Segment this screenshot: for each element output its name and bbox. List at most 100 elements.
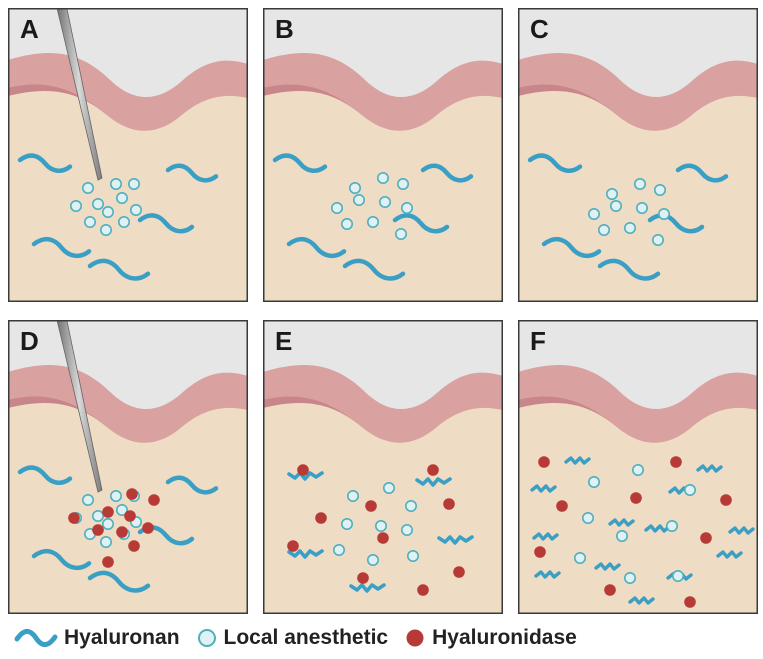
- panel-a: A: [8, 8, 248, 302]
- hyaluronidase-particle: [417, 584, 429, 596]
- hyaluronan-strand: [675, 163, 729, 183]
- local-anesthetic-particle: [401, 524, 414, 537]
- hyaluronan-strand: [287, 471, 324, 481]
- hyaluronan-fragment: [728, 526, 755, 535]
- panel-border: [263, 8, 503, 302]
- hyaluronan-strand: [349, 583, 386, 593]
- local-anesthetic-particle: [652, 234, 665, 247]
- local-anesthetic-particle: [684, 484, 697, 497]
- panel-label: E: [275, 326, 292, 356]
- hyaluronan-fragment: [628, 596, 655, 605]
- hyaluronan-strand: [165, 475, 219, 495]
- hyaluronan-fragment: [696, 464, 723, 473]
- local-anesthetic-particle: [672, 570, 685, 583]
- hyaluronan-fragment: [608, 518, 635, 527]
- hyaluronidase-icon: [406, 629, 424, 646]
- local-anesthetic-particle: [405, 500, 418, 513]
- hyaluronan-strand: [392, 213, 450, 234]
- hyaluronidase-particle: [365, 500, 377, 512]
- hyaluronidase-particle: [315, 512, 327, 524]
- local-anesthetic-particle: [624, 222, 637, 235]
- hyaluronan-strand: [17, 153, 73, 173]
- local-anesthetic-particle: [100, 536, 113, 549]
- local-anesthetic-particle: [616, 530, 629, 543]
- local-anesthetic-particle: [383, 482, 396, 495]
- local-anesthetic-particle: [582, 512, 595, 525]
- panel-border: [8, 8, 248, 302]
- local-anesthetic-particle: [375, 520, 388, 533]
- local-anesthetic-particle: [110, 178, 123, 191]
- hyaluronan-icon: [14, 628, 58, 647]
- hyaluronan-strand: [87, 258, 151, 281]
- legend-label-local-anesthetic: Local anesthetic: [223, 625, 389, 649]
- local-anesthetic-particle: [666, 520, 679, 533]
- hyaluronidase-particle: [604, 584, 616, 596]
- hyaluronan-fragment: [644, 524, 671, 533]
- hyaluronidase-particle: [630, 492, 642, 504]
- local-anesthetic-particle: [82, 494, 95, 507]
- hyaluronan-strand: [17, 465, 73, 485]
- hyaluronan-strand: [272, 153, 328, 173]
- local-anesthetic-icon: [197, 628, 216, 647]
- hyaluronidase-particle: [92, 524, 104, 536]
- local-anesthetic-particle: [367, 554, 380, 567]
- local-anesthetic-particle: [130, 204, 143, 217]
- hyaluronidase-particle: [357, 572, 369, 584]
- hyaluronidase-particle: [128, 540, 140, 552]
- local-anesthetic-particle: [397, 178, 410, 191]
- local-anesthetic-particle: [658, 208, 671, 221]
- hyaluronidase-particle: [126, 488, 138, 500]
- hyaluronidase-particle: [124, 510, 136, 522]
- local-anesthetic-particle: [92, 510, 105, 523]
- hyaluronidase-particle: [142, 522, 154, 534]
- hyaluronan-strand: [420, 163, 474, 183]
- local-anesthetic-particle: [102, 206, 115, 219]
- legend-item-local-anesthetic: Local anesthetic: [196, 625, 389, 650]
- hyaluronidase-particle: [720, 494, 732, 506]
- hyaluronidase-particle: [427, 464, 439, 476]
- panel-label: F: [530, 326, 546, 356]
- hyaluronan-strand: [31, 236, 92, 259]
- local-anesthetic-particle: [588, 476, 601, 489]
- local-anesthetic-particle: [407, 550, 420, 563]
- tissue: [518, 91, 758, 302]
- local-anesthetic-particle: [82, 182, 95, 195]
- hyaluronidase-particle: [102, 506, 114, 518]
- local-anesthetic-particle: [128, 178, 141, 191]
- legend-item-hyaluronan: Hyaluronan: [14, 626, 180, 650]
- hyaluronidase-particle: [538, 456, 550, 468]
- panel-f: F: [518, 320, 758, 614]
- local-anesthetic-particle: [69, 200, 82, 213]
- local-anesthetic-particle: [636, 202, 649, 215]
- panel-b: B: [263, 8, 503, 302]
- tissue: [8, 91, 248, 302]
- hyaluronidase-particle: [148, 494, 160, 506]
- hyaluronan-strand: [342, 258, 406, 281]
- tissue: [8, 403, 248, 614]
- local-anesthetic-particle: [632, 464, 645, 477]
- hyaluronidase-particle: [443, 498, 455, 510]
- hyaluronidase-particle: [377, 532, 389, 544]
- local-anesthetic-particle: [610, 200, 623, 213]
- local-anesthetic-particle: [84, 216, 97, 229]
- legend-item-hyaluronidase: Hyaluronidase: [404, 626, 577, 650]
- legend: Hyaluronan Local anesthetic Hyaluronidas…: [0, 616, 763, 659]
- local-anesthetic-particle: [116, 192, 129, 205]
- panel-label: D: [20, 326, 39, 356]
- local-anesthetic-particle: [606, 188, 619, 201]
- local-anesthetic-particle: [353, 194, 366, 207]
- hyaluronidase-particle: [534, 546, 546, 558]
- needle-icon: [56, 8, 103, 181]
- local-anesthetic-particle: [349, 182, 362, 195]
- local-anesthetic-particle: [573, 552, 586, 565]
- hyaluronidase-particle: [700, 532, 712, 544]
- hyaluronan-fragment: [564, 456, 591, 465]
- local-anesthetic-particle: [654, 184, 667, 197]
- hyaluronan-strand: [87, 570, 151, 593]
- hyaluronan-strand: [541, 236, 602, 259]
- tissue: [263, 403, 503, 614]
- panel-label: B: [275, 14, 294, 44]
- panel-label: C: [530, 14, 549, 44]
- local-anesthetic-particle: [331, 202, 344, 215]
